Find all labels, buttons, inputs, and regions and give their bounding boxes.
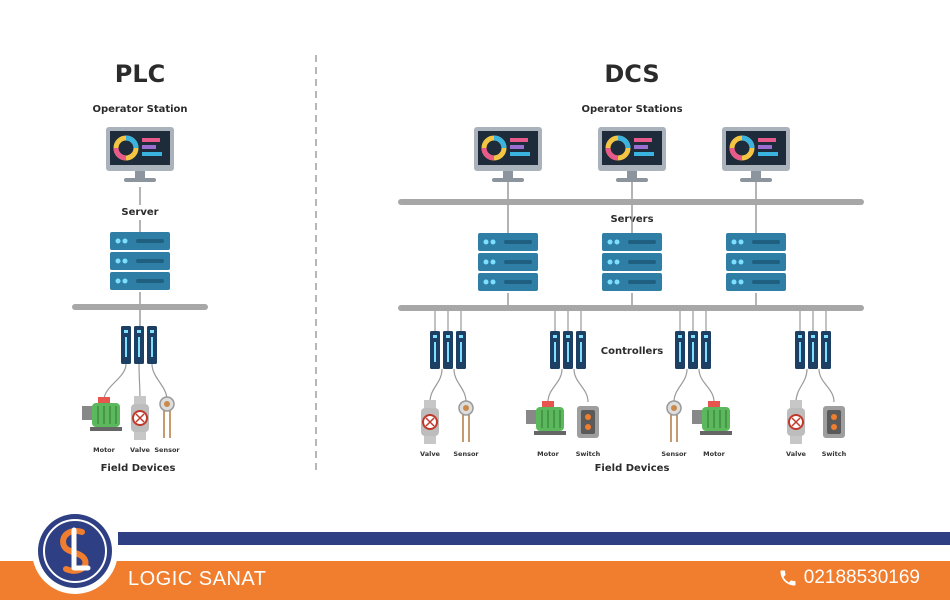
device-label: Valve xyxy=(420,450,441,458)
switch-device-icon: Switch xyxy=(576,406,601,458)
dcs-field-devices: Valve Sensor Motor Switch Sensor Motor Valve Sw… xyxy=(420,368,847,458)
logic-sanat-logo xyxy=(30,506,120,596)
plc-network-bus xyxy=(72,304,208,310)
motor-device-icon: Motor xyxy=(526,401,566,458)
server-icon xyxy=(110,232,170,290)
footer-stripe xyxy=(118,532,950,545)
plc-field-label: Field Devices xyxy=(101,463,176,474)
device-label: Motor xyxy=(537,450,560,458)
controller-icon xyxy=(795,331,831,369)
dcs-servers xyxy=(478,205,786,305)
dcs-top-bus xyxy=(398,199,864,205)
dcs-monitors xyxy=(474,127,790,199)
device-label: Sensor xyxy=(661,450,687,458)
device-label: Switch xyxy=(576,450,601,458)
dcs-controllers xyxy=(430,311,831,369)
plc-operator-label: Operator Station xyxy=(92,104,187,115)
monitor-icon xyxy=(106,127,174,182)
monitor-icon xyxy=(474,127,542,182)
plc-title: PLC xyxy=(115,60,166,88)
monitor-icon xyxy=(722,127,790,182)
sensor-device-icon: Sensor xyxy=(661,400,687,458)
device-label: Sensor xyxy=(453,450,479,458)
sensor-device-icon: Sensor xyxy=(154,396,180,454)
monitor-icon xyxy=(598,127,666,182)
controller-icon xyxy=(121,326,157,364)
device-label: Switch xyxy=(822,450,847,458)
motor-device-icon: Motor xyxy=(82,397,122,454)
plc-controller-icon xyxy=(121,326,157,364)
controller-icon xyxy=(550,331,586,369)
footer-bar xyxy=(0,561,950,600)
phone-contact[interactable]: 02188530169 xyxy=(778,567,920,589)
sensor-device-icon: Sensor xyxy=(453,400,479,458)
server-icon xyxy=(726,233,786,291)
server-icon xyxy=(478,233,538,291)
device-label: Valve xyxy=(786,450,807,458)
valve-device-icon: Valve xyxy=(786,400,807,458)
controller-icon xyxy=(675,331,711,369)
device-label: Motor xyxy=(703,450,726,458)
dcs-controllers-label: Controllers xyxy=(601,346,663,357)
device-label: Motor xyxy=(93,446,116,454)
device-label: Valve xyxy=(130,446,151,454)
server-icon xyxy=(602,233,662,291)
switch-device-icon: Switch xyxy=(822,406,847,458)
dcs-operator-label: Operator Stations xyxy=(581,104,682,115)
controller-icon xyxy=(430,331,466,369)
dcs-bottom-bus xyxy=(398,305,864,311)
valve-device-icon: Valve xyxy=(420,400,441,458)
brand-name: LOGIC SANAT xyxy=(128,568,267,590)
phone-number: 02188530169 xyxy=(803,567,920,588)
device-label: Sensor xyxy=(154,446,180,454)
phone-icon xyxy=(780,570,796,586)
dcs-field-label: Field Devices xyxy=(595,463,670,474)
plc-monitor-icon xyxy=(106,127,174,182)
plc-server-icon xyxy=(110,232,170,290)
valve-device-icon: Valve xyxy=(130,396,151,454)
dcs-title: DCS xyxy=(604,60,659,88)
plc-server-label: Server xyxy=(121,207,158,218)
motor-device-icon: Motor xyxy=(692,401,732,458)
